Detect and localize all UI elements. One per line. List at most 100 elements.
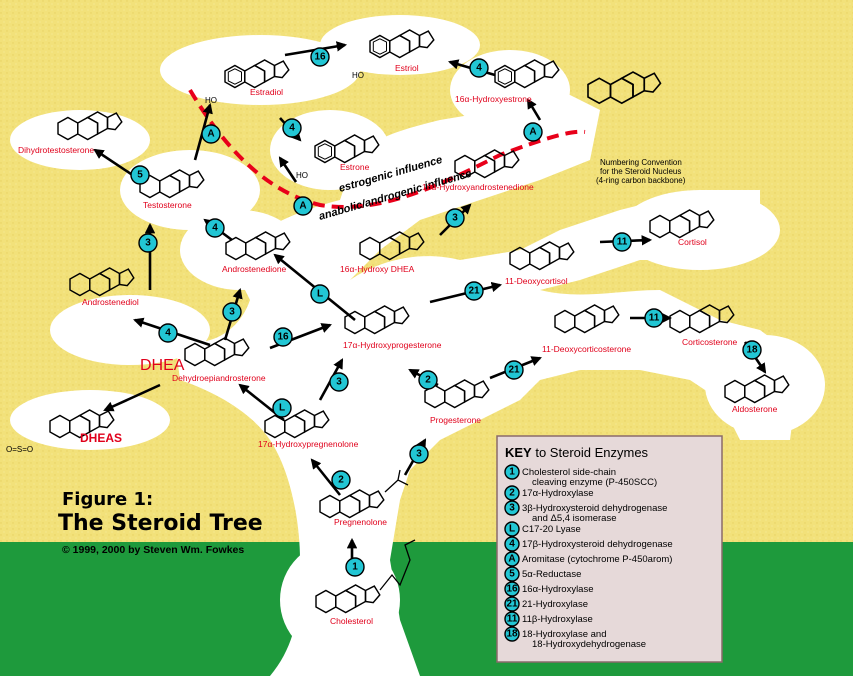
molecule-estrone: HO Estrone (296, 134, 380, 180)
molecule-deoxycorticosterone: 11-Deoxycorticosterone (542, 304, 631, 354)
svg-text:21: 21 (508, 365, 520, 376)
molecule-label-androstenedione: Androstenedione (222, 264, 287, 274)
key-description-line: 3β-Hydroxysteroid dehydrogenase (522, 503, 667, 514)
key-row-2: 2 17α-Hydroxylase (504, 485, 594, 501)
svg-text:3: 3 (145, 238, 151, 249)
enzyme-badge-18: 18 (742, 340, 762, 360)
molecule-pregnenolone: Pregnenolone (319, 469, 409, 527)
molecule-label-cortisol: Cortisol (678, 237, 707, 247)
figure-label: Figure 1: (62, 489, 153, 510)
molecule-estradiol: HO Estradiol (205, 59, 290, 105)
enzyme-badge-5: 5 (130, 165, 150, 185)
molecule-dehydroepiandrosterone: Dehydroepiandrosterone (172, 337, 266, 383)
numbering-caption-1: Numbering Convention (600, 158, 682, 167)
enzyme-badge-2: 2 (331, 470, 351, 490)
enzyme-badge-4: 4 (205, 218, 225, 238)
svg-text:1: 1 (352, 562, 358, 573)
enzyme-key: KEY to Steroid Enzymes (496, 435, 723, 663)
molecule-label-hydroxyprogesterone: 17α-Hydroxyprogesterone (343, 340, 442, 350)
key-badge-symbol: 4 (509, 539, 515, 550)
molecule-label-estrone: Estrone (340, 162, 370, 172)
key-badge-21 (504, 596, 520, 612)
molecule-label-pregnenolone: Pregnenolone (334, 517, 387, 527)
molecule-label-testosterone: Testosterone (143, 200, 192, 210)
figure-title-block: Figure 1: The Steroid Tree © 1999, 2000 … (58, 489, 263, 556)
enzyme-badge-16: 16 (310, 47, 330, 67)
key-description-line: cleaving enzyme (P-450SCC) (532, 477, 657, 488)
molecule-hydroxyprogesterone: 17α-Hydroxyprogesterone (343, 305, 442, 350)
enzyme-badge-3: 3 (329, 372, 349, 392)
key-description-line: 17β-Hydroxysteroid dehydrogenase (522, 539, 673, 550)
key-description-line: Cholesterol side-chain (522, 467, 616, 478)
key-badge-16 (504, 581, 520, 597)
enzyme-badge-3: 3 (222, 302, 242, 322)
molecule-label-hydroxydhea: 16α-Hydroxy DHEA (340, 264, 415, 274)
molecule-cortisol: Cortisol (649, 209, 715, 247)
molecule-label-cholesterol: Cholesterol (330, 616, 373, 626)
molecule-corticosterone: Corticosterone (669, 304, 738, 347)
enzyme-badge-3: 3 (409, 444, 429, 464)
key-description-line: 5α-Reductase (522, 569, 581, 580)
key-description-line: 11β-Hydroxylase (522, 614, 593, 625)
copyright: © 1999, 2000 by Steven Wm. Fowkes (62, 544, 244, 556)
molecule-cholesterol: Cholesterol (315, 539, 416, 626)
molecule-hydroxyestrone: 16α-Hydroxyestrone (455, 59, 560, 104)
key-badge-18 (504, 626, 520, 642)
molecule-androstenediol: Androstenediol (69, 267, 139, 307)
key-description-line: Aromitase (cytochrome P-450arom) (522, 554, 672, 565)
numbering-convention: Numbering Convention for the Steroid Nuc… (587, 71, 686, 185)
key-badge-symbol: 1 (509, 467, 515, 478)
key-badge-symbol: 2 (509, 488, 515, 499)
svg-text:HO: HO (205, 96, 217, 105)
molecule-dheas: O=S=O (6, 409, 115, 454)
molecules: Cholesterol Pregnenolone 17α-Hydroxypreg… (6, 29, 790, 626)
svg-text:5: 5 (137, 170, 143, 181)
molecule-label-progesterone: Progesterone (430, 415, 481, 425)
dhea-label: DHEA (140, 357, 185, 374)
enzyme-badge-L: L (272, 398, 292, 418)
enzyme-badge-21: 21 (464, 281, 484, 301)
enzyme-badge-11: 11 (644, 308, 664, 328)
key-row-4: 4 17β-Hydroxysteroid dehydrogenase (504, 536, 673, 552)
svg-text:16: 16 (277, 332, 289, 343)
svg-text:2: 2 (425, 375, 431, 386)
key-badge-symbol: L (509, 524, 515, 535)
molecule-estriol: HO Estriol (352, 29, 435, 80)
svg-text:4: 4 (289, 123, 295, 134)
key-badge-symbol: A (508, 554, 515, 565)
key-description-line: 18-Hydroxydehydrogenase (532, 639, 646, 650)
svg-text:A: A (299, 201, 306, 212)
enzyme-badge-A: A (293, 196, 313, 216)
svg-text:3: 3 (416, 449, 422, 460)
molecule-label-aldosterone: Aldosterone (732, 404, 778, 414)
key-badge-2 (504, 485, 520, 501)
molecule-label-dehydroepiandrosterone: Dehydroepiandrosterone (172, 373, 266, 383)
molecule-label-hydroxyestrone: 16α-Hydroxyestrone (455, 94, 532, 104)
key-description-line: 17α-Hydroxylase (522, 488, 594, 499)
key-badge-L (504, 521, 520, 537)
key-badge-symbol: 18 (506, 629, 518, 640)
molecule-progesterone: Progesterone (424, 379, 490, 425)
svg-text:A: A (207, 129, 214, 140)
key-badge-11 (504, 611, 520, 627)
svg-text:O=S=O: O=S=O (6, 445, 33, 454)
enzyme-badge-L: L (310, 284, 330, 304)
molecule-hydroxyandrostenedione: 16α-Hydroxyandrostenedione (422, 149, 534, 192)
molecule-hydroxypregnenolone: 17α-Hydroxypregnenolone (258, 409, 359, 449)
svg-text:18: 18 (746, 345, 758, 356)
molecule-label-dihydrotestosterone: Dihydrotestosterone (18, 145, 94, 155)
enzyme-badge-16: 16 (273, 327, 293, 347)
svg-text:3: 3 (229, 307, 235, 318)
key-badge-1 (504, 464, 520, 480)
svg-text:KEY to Steroid Enzymes: KEY to Steroid Enzymes (505, 445, 649, 460)
influence-dashed-line (188, 88, 586, 209)
svg-text:4: 4 (476, 63, 482, 74)
numbering-caption-2: for the Steroid Nucleus (600, 167, 681, 176)
